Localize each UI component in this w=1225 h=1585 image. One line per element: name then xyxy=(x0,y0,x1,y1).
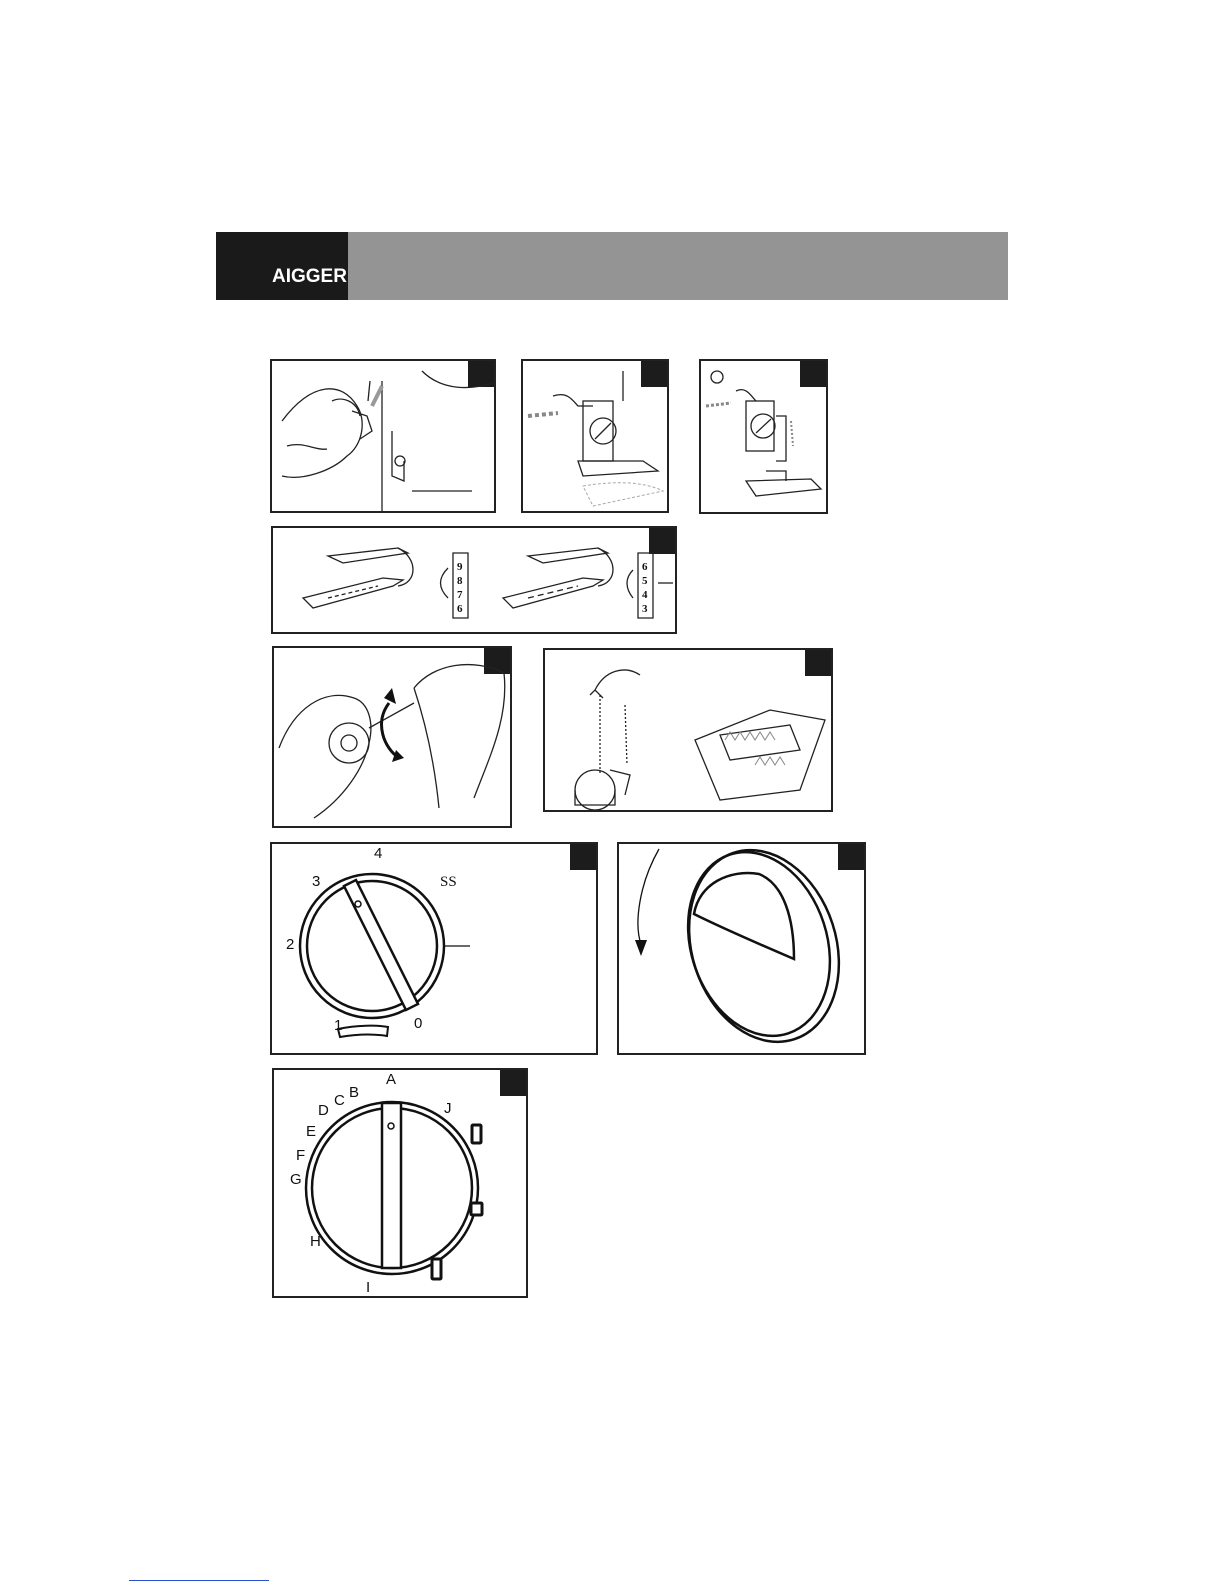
pattern-label-j: J xyxy=(444,1100,452,1117)
presser-lever-illustration xyxy=(272,361,496,513)
stitch-scale-left-7: 7 xyxy=(457,589,463,601)
stitch-scale-right-4: 4 xyxy=(642,589,648,601)
figure-stitch-width-dial: 4 3 2 1 0 SS xyxy=(270,842,598,1055)
pattern-label-a: A xyxy=(386,1071,396,1088)
dial-label-1: 1 xyxy=(334,1017,342,1034)
dial-label-4: 4 xyxy=(374,845,382,862)
dial-label-0: 0 xyxy=(414,1015,422,1032)
dial-label-ss: SS xyxy=(440,874,457,890)
handwheel-rotation-illustration xyxy=(619,844,866,1055)
stitch-length-illustration: 9 8 7 6 6 5 4 3 xyxy=(273,528,677,634)
dial-label-2: 2 xyxy=(286,936,294,953)
figure-presser-foot-remove xyxy=(699,359,828,514)
pattern-label-g: G xyxy=(290,1171,302,1188)
pattern-label-d: D xyxy=(318,1102,329,1119)
pattern-label-f: F xyxy=(296,1147,305,1164)
stitch-scale-right-6: 6 xyxy=(642,561,648,573)
pattern-label-b: B xyxy=(349,1084,359,1101)
brand-logo: AIGGER xyxy=(272,266,347,288)
pattern-label-i: I xyxy=(366,1279,370,1296)
stitch-scale-right-5: 5 xyxy=(642,575,648,587)
figure-bobbin-insert xyxy=(272,646,512,828)
pattern-selector-dial-illustration: A B C D E F G H I J xyxy=(274,1070,528,1298)
pattern-label-h: H xyxy=(310,1233,321,1250)
presser-foot-attach-illustration xyxy=(523,361,669,513)
stitch-scale-right-3: 3 xyxy=(642,603,648,615)
figure-pattern-selector-dial: A B C D E F G H I J xyxy=(272,1068,528,1298)
figure-presser-lever xyxy=(270,359,496,513)
wide-buttonhole-icon xyxy=(432,1259,441,1279)
figure-presser-foot-attach xyxy=(521,359,669,513)
stitch-scale-left-8: 8 xyxy=(457,575,463,587)
pattern-label-e: E xyxy=(306,1123,316,1140)
figure-handwheel-rotation xyxy=(617,842,866,1055)
stitch-width-dial-illustration: 4 3 2 1 0 SS xyxy=(272,844,598,1055)
pattern-label-c: C xyxy=(334,1092,345,1109)
bobbin-insert-illustration xyxy=(274,648,512,828)
stitch-scale-left-6: 6 xyxy=(457,603,463,615)
footer-rule xyxy=(129,1580,269,1581)
bobbin-case-tension-illustration xyxy=(545,650,833,812)
narrow-buttonhole-icon xyxy=(472,1125,481,1143)
stitch-scale-left-9: 9 xyxy=(457,561,463,573)
figure-stitch-length: 9 8 7 6 6 5 4 3 xyxy=(271,526,677,634)
figure-bobbin-case-tension xyxy=(543,648,833,812)
dial-label-3: 3 xyxy=(312,873,320,890)
presser-foot-remove-illustration xyxy=(701,361,828,514)
square-buttonhole-icon xyxy=(471,1203,482,1215)
